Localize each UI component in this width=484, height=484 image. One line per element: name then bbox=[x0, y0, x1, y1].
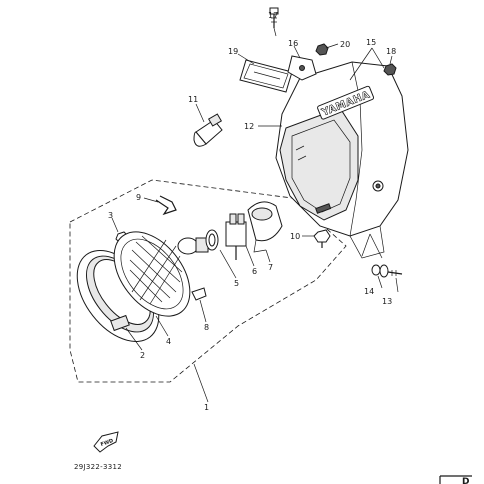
label-18: 18 bbox=[386, 47, 396, 56]
bulb-ring bbox=[205, 229, 219, 251]
label-19: 19 bbox=[228, 47, 238, 56]
label-5: 5 bbox=[234, 279, 239, 288]
diagram-code: 29J322-3312 bbox=[74, 463, 122, 471]
nut-18 bbox=[383, 63, 397, 76]
headlight-bulb bbox=[177, 237, 209, 255]
reflector-plate bbox=[239, 59, 293, 93]
socket-cover bbox=[247, 201, 283, 253]
label-4: 4 bbox=[166, 337, 171, 346]
label-9: 9 bbox=[136, 193, 141, 202]
bracket-assembly bbox=[269, 7, 329, 81]
leader-lines bbox=[111, 27, 399, 403]
label-8: 8 bbox=[204, 323, 209, 332]
fwd-arrow: FWD bbox=[93, 431, 119, 453]
bulb-socket bbox=[225, 213, 247, 260]
label-16: 16 bbox=[288, 39, 298, 48]
washer-bolt bbox=[371, 264, 403, 278]
position-bulb bbox=[193, 113, 223, 147]
label-2: 2 bbox=[140, 351, 145, 360]
part-numbers: 17 16 20 15 18 19 11 12 9 3 10 7 6 5 8 4… bbox=[108, 11, 396, 412]
clip-spring bbox=[155, 195, 177, 216]
label-6: 6 bbox=[252, 267, 257, 276]
label-15: 15 bbox=[366, 38, 376, 47]
screw-10 bbox=[313, 229, 331, 248]
headlight-cowl bbox=[275, 61, 409, 259]
label-17: 17 bbox=[268, 11, 278, 20]
label-3: 3 bbox=[108, 211, 113, 220]
corner-letter: D bbox=[462, 477, 469, 484]
label-10: 10 bbox=[290, 232, 300, 241]
label-7: 7 bbox=[268, 263, 273, 272]
label-20: 20 bbox=[340, 40, 350, 49]
label-14: 14 bbox=[364, 287, 374, 296]
label-13: 13 bbox=[382, 297, 392, 306]
fwd-text: FWD bbox=[100, 438, 114, 448]
headlight-lens bbox=[113, 231, 191, 317]
label-11: 11 bbox=[188, 95, 198, 104]
label-12: 12 bbox=[244, 122, 254, 131]
assembly-boundary bbox=[69, 179, 347, 383]
corner-mark: D bbox=[439, 475, 472, 484]
screw-8 bbox=[191, 287, 207, 301]
label-1: 1 bbox=[204, 403, 209, 412]
